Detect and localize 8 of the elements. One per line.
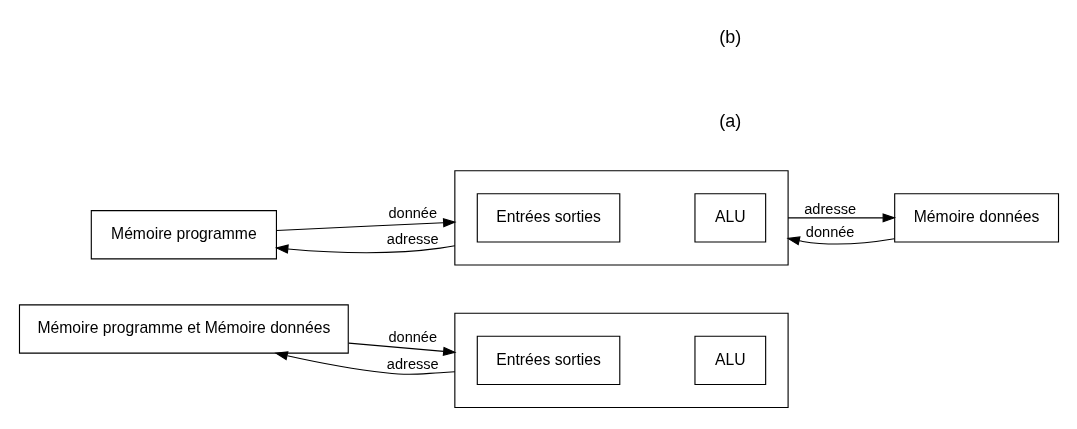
edge-label: donnée (387, 205, 437, 222)
label: (a) (718, 110, 741, 131)
edge-label: adresse (386, 355, 439, 372)
edge-label: adresse (386, 231, 439, 248)
edge-label: adresse (803, 200, 856, 217)
edge-label: donnée (387, 328, 437, 345)
edge-label: donnée (805, 224, 854, 241)
label: (b) (718, 26, 741, 47)
